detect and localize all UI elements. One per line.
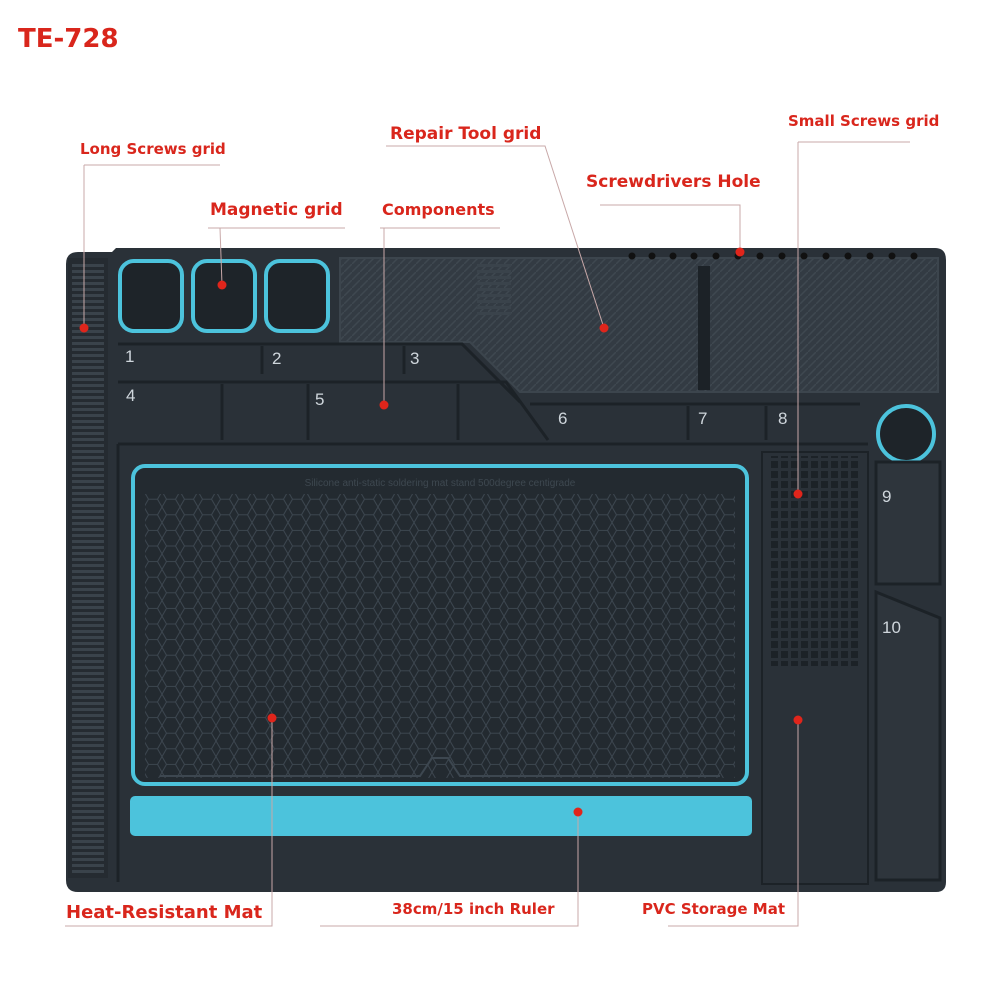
model-title: TE-728 <box>18 24 119 54</box>
round-cup <box>876 404 936 464</box>
callout-dots <box>79 247 803 817</box>
callout-heat-resistant-mat: Heat-Resistant Mat <box>66 902 263 923</box>
callout-pvc-storage-mat: PVC Storage Mat <box>642 900 785 918</box>
pvc-storage-area <box>761 451 869 885</box>
callout-repair-tool-grid: Repair Tool grid <box>390 124 542 144</box>
compartment-2: 2 <box>272 349 281 368</box>
magnetic-cup-2 <box>191 259 257 333</box>
embossed-text: Silicone anti-static soldering mat stand… <box>305 478 576 489</box>
small-screws-grid <box>770 456 860 666</box>
compartment-4: 4 <box>126 386 135 405</box>
compartment-10: 10 <box>882 618 901 637</box>
right-column <box>874 460 942 882</box>
compartment-3: 3 <box>410 349 419 368</box>
callout-screwdrivers-hole: Screwdrivers Hole <box>586 172 761 192</box>
callout-magnetic-grid: Magnetic grid <box>210 200 343 220</box>
callout-components: Components <box>382 200 495 219</box>
compartment-8: 8 <box>778 409 787 428</box>
compartment-7: 7 <box>698 409 707 428</box>
compartment-9: 9 <box>882 487 891 506</box>
callout-long-screws-grid: Long Screws grid <box>80 140 226 158</box>
callout-ruler: 38cm/15 inch Ruler <box>392 900 555 918</box>
magnetic-cup-1 <box>118 259 184 333</box>
callout-small-screws-grid: Small Screws grid <box>788 112 940 130</box>
compartment-5: 5 <box>315 390 324 409</box>
leader-lines <box>65 141 910 927</box>
magnetic-cup-3 <box>264 259 330 333</box>
compartment-row-2 <box>118 380 860 441</box>
ruler <box>130 796 752 836</box>
compartment-1: 1 <box>125 347 134 366</box>
compartment-6: 6 <box>558 409 567 428</box>
